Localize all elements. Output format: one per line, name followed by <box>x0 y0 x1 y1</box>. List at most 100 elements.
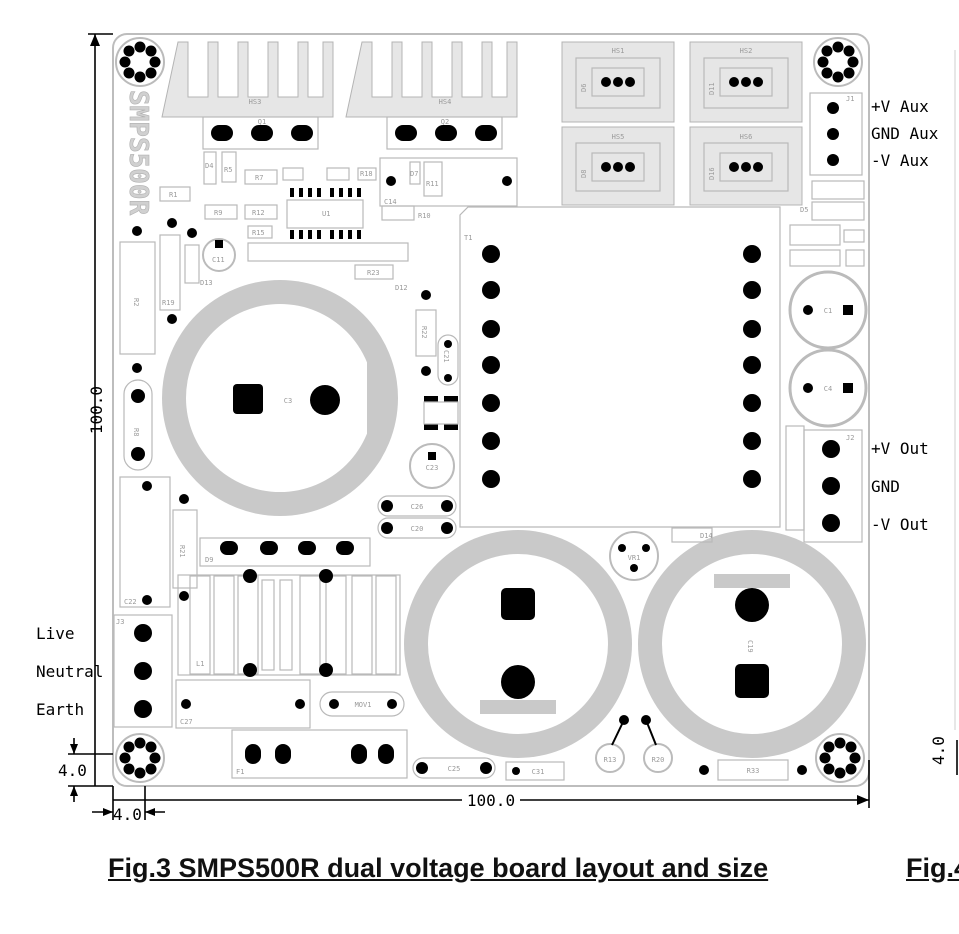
capacitor-c21: C21 <box>437 334 459 386</box>
mounting-hole-br <box>815 733 865 783</box>
resistor-r20: R20 <box>641 715 673 773</box>
resistor-r8: R8 <box>123 379 153 471</box>
svg-text:HS5: HS5 <box>612 133 625 141</box>
mounting-hole-tr <box>813 37 863 87</box>
svg-text:D4: D4 <box>205 162 213 170</box>
small-components-top-left: D4 R5 R7 R1 R9 R12 R15 R18 R23 D12 <box>159 151 409 292</box>
board-name: SMPS500R <box>123 90 153 216</box>
svg-text:D7: D7 <box>410 170 418 178</box>
svg-text:D8: D8 <box>580 170 588 178</box>
capacitor-c27: C27 <box>175 679 311 729</box>
svg-text:HS4: HS4 <box>439 98 452 106</box>
svg-text:L1: L1 <box>196 660 204 668</box>
j1-pin3-label: -V Aux <box>871 151 929 170</box>
svg-text:R8: R8 <box>132 428 140 436</box>
capacitor-c3: C3 <box>162 280 398 516</box>
transistor-q1: Q1 <box>202 116 319 150</box>
heatsink-hs6: HS6 D16 <box>689 126 803 206</box>
heatsink-hs5: HS5 D8 <box>561 126 675 206</box>
capacitor-c23: C23 <box>409 443 455 489</box>
j2-pin1-label: +V Out <box>871 439 929 458</box>
j3-pin1-label: Live <box>36 624 75 643</box>
right-offset-dimension: 4.0 <box>929 736 948 765</box>
svg-text:HS1: HS1 <box>612 47 625 55</box>
svg-text:MOV1: MOV1 <box>355 701 372 709</box>
svg-text:C26: C26 <box>411 503 424 511</box>
inductor-l1: L1 <box>177 569 401 677</box>
j1-pin2-label: GND Aux <box>871 124 939 143</box>
svg-text:C4: C4 <box>824 385 832 393</box>
transistor-q2: Q2 <box>386 116 503 150</box>
resistor-r22: R22 <box>415 290 437 376</box>
height-dimension: 100.0 <box>87 386 106 434</box>
resistor-r13: R13 <box>595 715 629 773</box>
svg-text:R23: R23 <box>367 269 380 277</box>
svg-text:C21: C21 <box>442 350 450 363</box>
svg-text:C31: C31 <box>532 768 545 776</box>
svg-text:C14: C14 <box>384 198 397 206</box>
svg-text:C1: C1 <box>824 307 832 315</box>
svg-text:HS2: HS2 <box>740 47 753 55</box>
svg-text:D5: D5 <box>800 206 808 214</box>
capacitor-c22: C22 <box>119 476 171 608</box>
diode-d14: D14 <box>671 527 713 543</box>
svg-text:C3: C3 <box>284 397 292 405</box>
svg-text:D6: D6 <box>580 84 588 92</box>
heatsink-hs1: HS1 D6 <box>561 41 675 123</box>
heatsink-hs3: HS3 <box>161 41 334 118</box>
svg-text:T1: T1 <box>464 234 472 242</box>
svg-text:J2: J2 <box>846 434 854 442</box>
svg-text:D11: D11 <box>708 82 716 95</box>
svg-text:C19: C19 <box>746 640 754 653</box>
svg-text:R19: R19 <box>162 299 175 307</box>
svg-text:R21: R21 <box>178 545 186 558</box>
capacitor-c11: C11 <box>202 238 236 272</box>
varistor-mov1: MOV1 <box>319 691 405 717</box>
svg-text:Q2: Q2 <box>441 118 449 126</box>
svg-text:R1: R1 <box>169 191 177 199</box>
fuse-f1: F1 <box>231 729 408 779</box>
connector-j1: J1 <box>809 92 863 176</box>
capacitor-c25: C25 <box>412 757 496 779</box>
svg-text:R20: R20 <box>652 756 665 764</box>
capacitor-c1: C1 <box>788 270 868 350</box>
next-figure-caption-fragment: Fig.4 <box>906 853 959 883</box>
svg-text:D13: D13 <box>200 279 213 287</box>
svg-text:Q1: Q1 <box>258 118 266 126</box>
capacitor-c4: C4 <box>788 348 868 428</box>
svg-text:D9: D9 <box>205 556 213 564</box>
svg-text:R15: R15 <box>252 229 265 237</box>
mounting-hole-tl <box>115 37 165 87</box>
svg-text:D12: D12 <box>395 284 408 292</box>
svg-text:C11: C11 <box>212 256 225 264</box>
svg-text:R9: R9 <box>214 209 222 217</box>
bridge-d9: D9 <box>199 537 371 567</box>
vertical-offset-dimension: 4.0 <box>58 761 87 780</box>
svg-text:R5: R5 <box>224 166 232 174</box>
j2-pin2-label: GND <box>871 477 900 496</box>
component-block-c14: D7 R11 C14 R10 <box>379 157 518 221</box>
svg-text:F1: F1 <box>236 768 244 776</box>
j1-pin1-label: +V Aux <box>871 97 929 116</box>
svg-text:D16: D16 <box>708 167 716 180</box>
svg-text:HS6: HS6 <box>740 133 753 141</box>
heatsink-hs2: HS2 D11 <box>689 41 803 123</box>
svg-text:VR1: VR1 <box>628 554 641 562</box>
mounting-hole-bl <box>115 733 165 783</box>
potentiometer-vr1: VR1 <box>609 531 659 581</box>
capacitor-bulk-left <box>404 530 632 758</box>
svg-text:U1: U1 <box>322 210 330 218</box>
capacitor-c19: C19 <box>638 530 866 758</box>
figure-caption: Fig.3 SMPS500R dual voltage board layout… <box>108 853 769 883</box>
svg-text:R13: R13 <box>604 756 617 764</box>
j3-pin3-label: Earth <box>36 700 84 719</box>
ic-u1: U1 <box>286 188 364 239</box>
svg-text:R11: R11 <box>426 180 439 188</box>
heatsink-hs4: HS4 <box>345 41 518 118</box>
resistor-r33: R33 <box>699 759 807 781</box>
connector-j3: J3 <box>113 614 173 728</box>
resistor-r21: R21 <box>172 494 198 601</box>
svg-text:R18: R18 <box>360 170 373 178</box>
svg-text:HS3: HS3 <box>249 98 262 106</box>
